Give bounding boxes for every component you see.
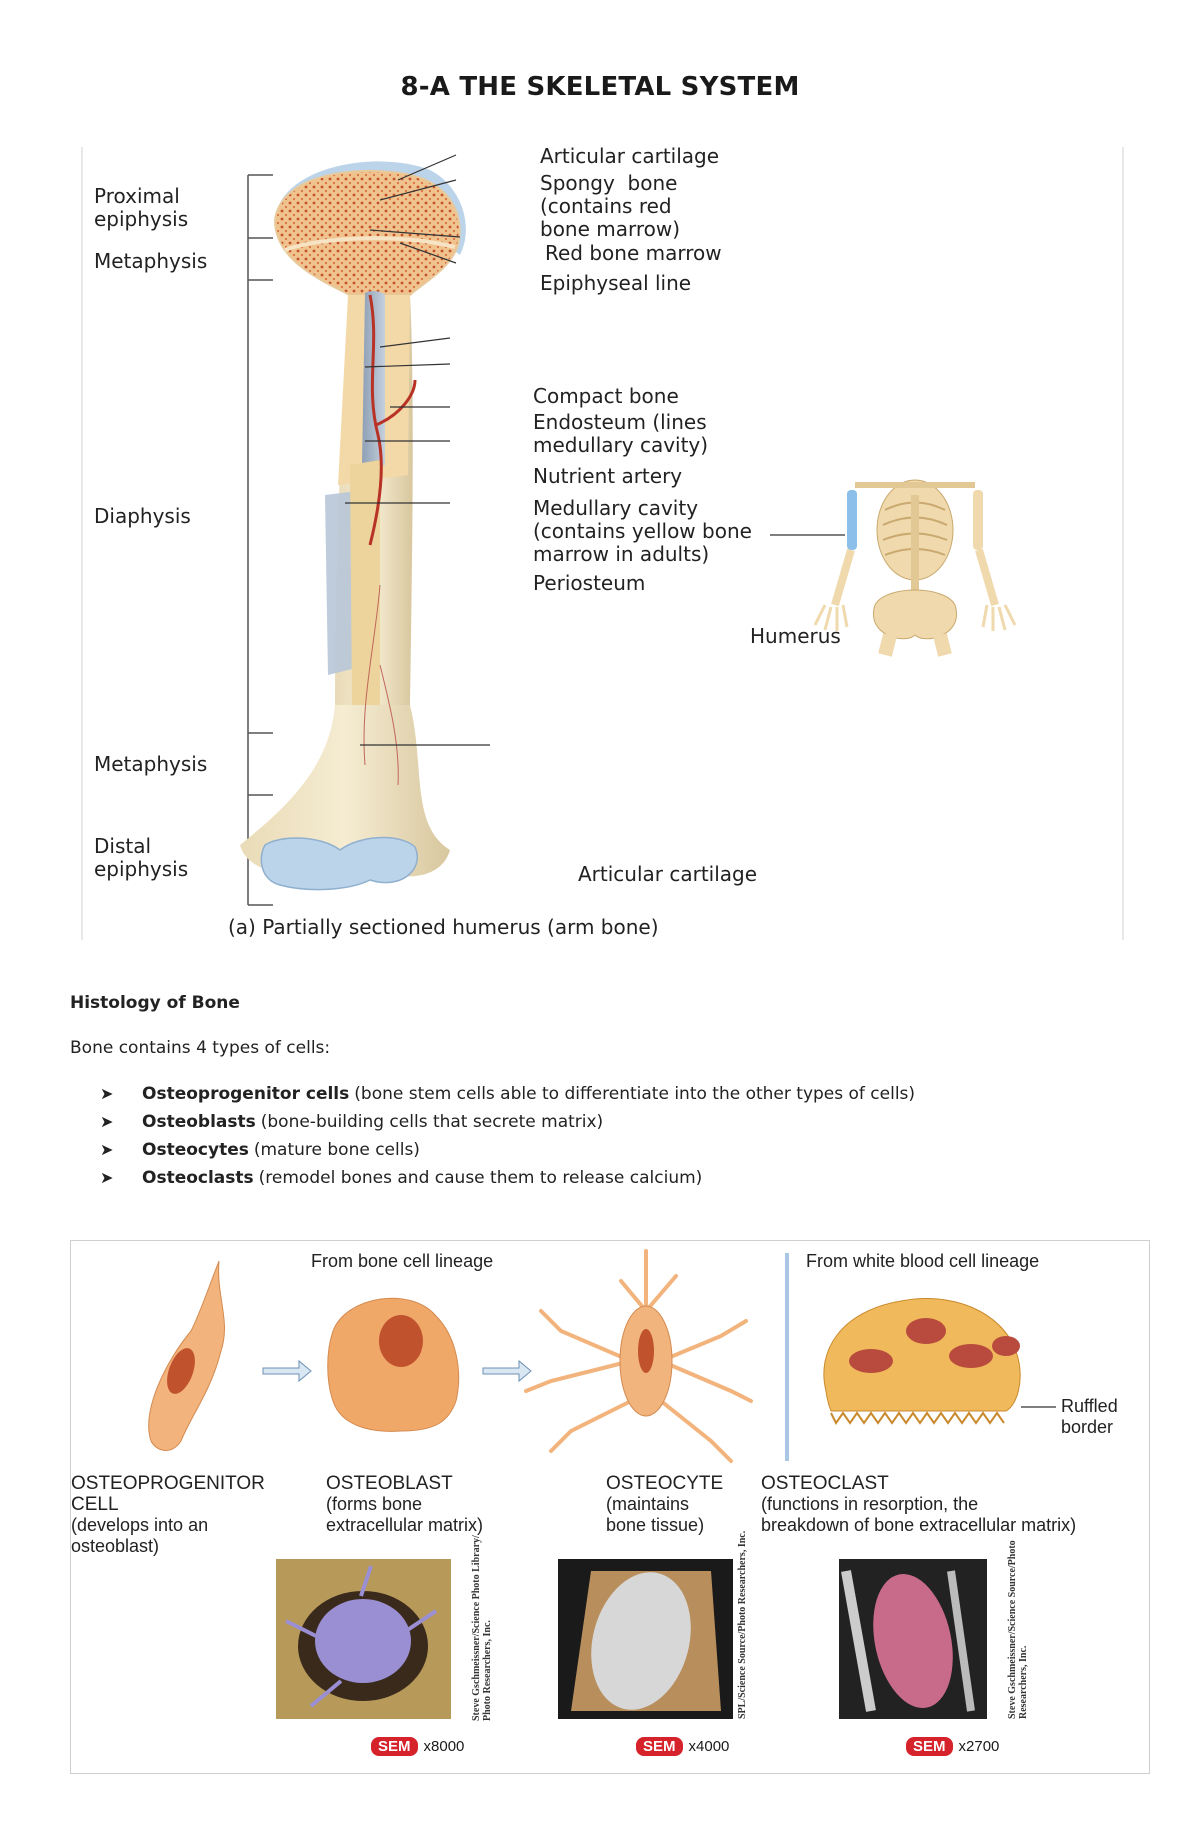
- humerus-figure: Proximal epiphysis Metaphysis Diaphysis …: [80, 145, 1125, 945]
- page-title: 8-A THE SKELETAL SYSTEM: [400, 72, 800, 102]
- label-compact-bone: Compact bone: [533, 384, 679, 408]
- osteoclast-drawing: [823, 1297, 1021, 1412]
- osteocyte-caption: OSTEOCYTE (maintains bone tissue): [606, 1473, 724, 1535]
- osteoprogenitor-caption: OSTEOPROGENITOR CELL (develops into an o…: [71, 1473, 265, 1556]
- magnification: x2700: [958, 1738, 1000, 1755]
- label-medullary-cavity: Medullary cavity (contains yellow bone m…: [533, 496, 752, 566]
- humerus-illustration: [81, 147, 1124, 940]
- micrograph-credit: SPL/Science Source/Photo Researchers, In…: [737, 1530, 748, 1719]
- osteocyte-drawing: [524, 1249, 753, 1463]
- label-distal-epiphysis: Distal epiphysis: [94, 834, 189, 881]
- lineage-bone-label: From bone cell lineage: [311, 1251, 494, 1271]
- label-diaphysis: Diaphysis: [94, 504, 191, 528]
- sem-badge: SEM: [906, 1737, 953, 1756]
- list-item: ➤Osteocytes(mature bone cells): [100, 1136, 915, 1164]
- figure-caption: (a) Partially sectioned humerus (arm bon…: [228, 915, 659, 939]
- magnification: x8000: [423, 1738, 465, 1755]
- osteocyte-micrograph: [558, 1559, 733, 1719]
- label-humerus: Humerus: [750, 624, 841, 648]
- sem-label: SEM x4000: [636, 1737, 729, 1756]
- bone-cells-illustration: [148, 1249, 1056, 1719]
- label-metaphysis-bottom: Metaphysis: [94, 752, 208, 776]
- label-articular-cartilage-top: Articular cartilage: [540, 144, 720, 168]
- label-red-bone-marrow: Red bone marrow: [545, 241, 722, 265]
- label-epiphyseal-line: Epiphyseal line: [540, 271, 692, 295]
- micrograph-credit: Steve Gschmeissner/Science Photo Library…: [471, 1535, 493, 1721]
- label-endosteum: Endosteum (lines medullary cavity): [533, 410, 709, 457]
- magnification: x4000: [688, 1738, 730, 1755]
- sem-badge: SEM: [371, 1737, 418, 1756]
- sem-label: SEM x2700: [906, 1737, 999, 1756]
- histology-heading: Histology of Bone: [70, 993, 240, 1013]
- label-proximal-epiphysis: Proximal epiphysis: [94, 184, 189, 231]
- label-metaphysis-top: Metaphysis: [94, 249, 208, 273]
- label-articular-cartilage-bottom: Articular cartilage: [578, 862, 758, 886]
- micrograph-credit: Steve Gschmeissner/Science Source/Photo …: [1007, 1540, 1029, 1719]
- label-periosteum: Periosteum: [533, 571, 646, 595]
- bone-cells-figure: From bone cell lineage From white blood …: [70, 1240, 1150, 1774]
- arrow-bullet-icon: ➤: [100, 1084, 114, 1103]
- arrow-bullet-icon: ➤: [100, 1112, 114, 1131]
- ruffled-border-label: Ruffled border: [1061, 1396, 1118, 1437]
- arrow-bullet-icon: ➤: [100, 1140, 114, 1159]
- list-item: ➤Osteoclasts(remodel bones and cause the…: [100, 1164, 915, 1192]
- osteoblast-micrograph: [276, 1559, 451, 1719]
- sem-badge: SEM: [636, 1737, 683, 1756]
- osteoblast-caption: OSTEOBLAST (forms bone extracellular mat…: [326, 1473, 484, 1535]
- list-item: ➤Osteoprogenitor cells(bone stem cells a…: [100, 1080, 915, 1108]
- list-item: ➤Osteoblasts(bone-building cells that se…: [100, 1108, 915, 1136]
- osteoclast-caption: OSTEOCLAST (functions in resorption, the…: [761, 1473, 1077, 1535]
- label-nutrient-artery: Nutrient artery: [533, 464, 683, 488]
- cell-types-list: ➤Osteoprogenitor cells(bone stem cells a…: [100, 1080, 915, 1192]
- sem-label: SEM x8000: [371, 1737, 464, 1756]
- label-spongy-bone: Spongy bone (contains red bone marrow): [540, 171, 681, 241]
- arrow-bullet-icon: ➤: [100, 1168, 114, 1187]
- osteoclast-micrograph: [839, 1559, 987, 1719]
- lineage-wbc-label: From white blood cell lineage: [806, 1251, 1040, 1271]
- histology-intro: Bone contains 4 types of cells:: [70, 1038, 331, 1058]
- skeleton-inset: [770, 479, 1017, 657]
